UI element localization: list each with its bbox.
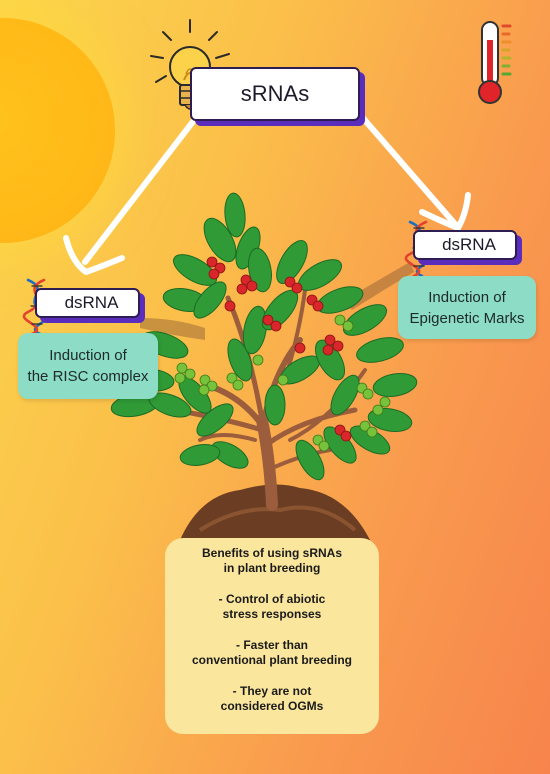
soil-mound — [180, 484, 370, 540]
red-berries — [206, 256, 352, 442]
benefits-title-line2: in plant breeding — [223, 561, 321, 575]
benefit-item2-line1: - Faster than — [235, 638, 308, 652]
benefit-item3-line2: considered OGMs — [220, 699, 324, 713]
risc-outcome-box: Induction of the RISC complex — [18, 333, 158, 399]
epigenetic-outcome-box: Induction of Epigenetic Marks — [398, 276, 536, 339]
benefits-box: Benefits of using sRNAs in plant breedin… — [165, 538, 379, 734]
benefit-item1-line1: - Control of abiotic — [218, 592, 326, 606]
dsrna-right-text: dsRNA — [442, 235, 496, 254]
green-berries — [174, 314, 391, 452]
benefit-item2-line2: conventional plant breeding — [191, 653, 352, 667]
epigenetic-outcome-line1: Induction of — [428, 288, 506, 306]
benefit-item3-line1: - They are not — [232, 684, 312, 698]
dsrna-left-text: dsRNA — [64, 293, 119, 312]
arrowhead-right — [419, 192, 471, 231]
benefit-item-abiotic: - Control of abiotic stress responses — [165, 592, 379, 622]
srnas-label: sRNAs — [190, 67, 360, 121]
dsrna-label-right: dsRNA — [413, 230, 517, 260]
arrowhead-left — [63, 235, 125, 275]
srnas-text: sRNAs — [240, 81, 310, 106]
benefit-item-ogms: - They are not considered OGMs — [165, 684, 379, 714]
risc-outcome-line2: the RISC complex — [27, 368, 149, 385]
arrow-left — [82, 112, 201, 265]
dsrna-label-left: dsRNA — [35, 288, 140, 318]
arrow-right — [353, 107, 458, 227]
dust-right — [345, 262, 414, 310]
epigenetic-outcome-line2: Epigenetic Marks — [409, 309, 525, 327]
risc-outcome-line1: Induction of — [49, 347, 127, 364]
benefit-item1-line2: stress responses — [222, 607, 322, 621]
dust-left — [140, 318, 205, 340]
benefit-item-faster: - Faster than conventional plant breedin… — [165, 638, 379, 668]
benefits-title: Benefits of using sRNAs in plant breedin… — [165, 546, 379, 576]
benefits-title-line1: Benefits of using sRNAs — [201, 546, 342, 560]
